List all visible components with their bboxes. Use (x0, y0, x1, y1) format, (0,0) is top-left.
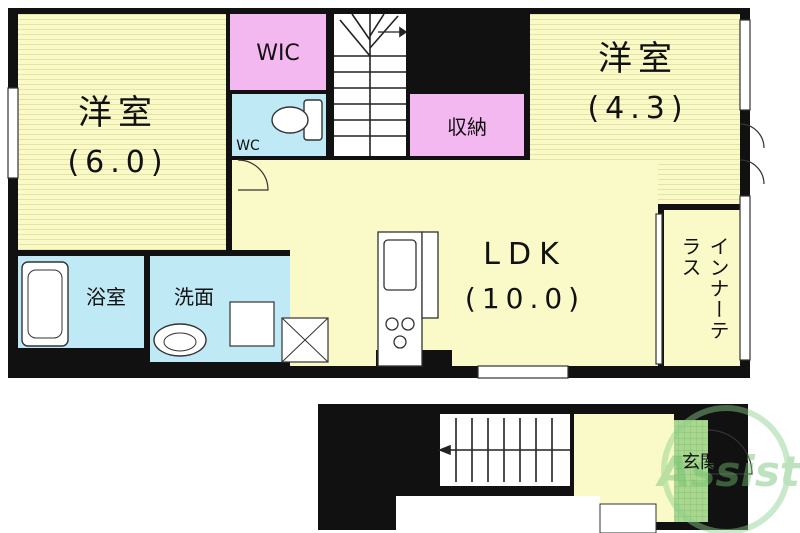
label-western-right-size: (4.3) (587, 91, 688, 126)
toilet (271, 99, 323, 141)
inner-terrace (664, 210, 740, 366)
label-washroom: 洗面 (174, 285, 214, 309)
label-western-right-name: 洋室 (598, 39, 678, 79)
ldk-room (232, 160, 658, 366)
windows (7, 19, 751, 379)
washing-machine-space (229, 301, 275, 347)
label-wic: WIC (256, 41, 300, 66)
stair-treads-upper (334, 13, 408, 156)
assist-logo-watermark: Assist (655, 405, 800, 533)
door-swings (237, 123, 765, 191)
lower-floor (318, 404, 753, 533)
stair-treads-lower (437, 418, 570, 482)
label-ldk-size: (10.0) (465, 282, 585, 315)
label-entrance: 玄関 (682, 452, 718, 473)
label-western-left-name: 洋室 (78, 93, 158, 133)
upper-floor (7, 8, 765, 379)
label-ldk-name: LDK (483, 237, 567, 272)
storage-room (410, 94, 524, 156)
label-bath: 浴室 (86, 285, 126, 309)
western-room-left (18, 14, 226, 250)
label-storage: 収納 (447, 115, 487, 139)
wic-room (230, 14, 326, 90)
entrance-door-swing (707, 429, 753, 475)
label-western-left-size: (6.0) (67, 145, 168, 180)
bathtub (21, 261, 69, 347)
label-inner-terrace: インナーテラス (678, 236, 730, 341)
kitchen-counter (377, 231, 439, 367)
label-wc: WC (236, 138, 260, 154)
entrance-tile (674, 420, 708, 522)
room-labels: 洋室 (6.0) 洋室 (4.3) WIC WC 収納 LDK (10.0) 浴… (67, 39, 718, 473)
washbasin (153, 323, 207, 357)
svg-text:Assist: Assist (655, 447, 800, 496)
